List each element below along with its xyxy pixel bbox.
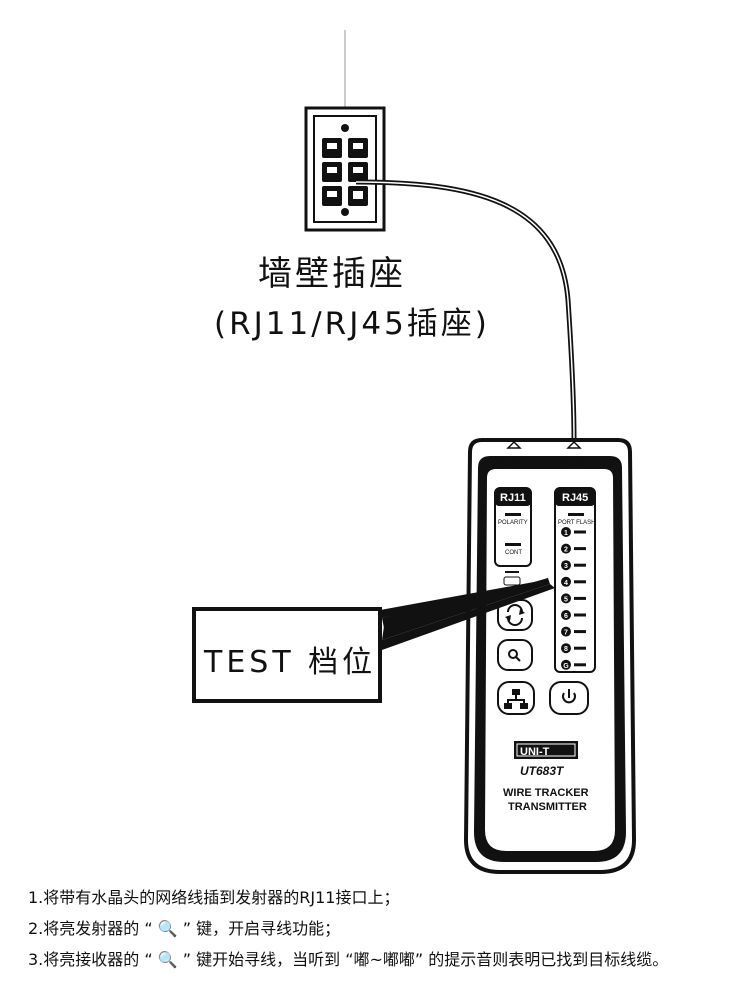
port-label-rj45: RJ45 xyxy=(561,456,587,468)
port-number-badge xyxy=(561,610,571,620)
network-button[interactable] xyxy=(497,681,535,715)
port-led xyxy=(574,596,586,600)
port-number-badge xyxy=(561,643,571,654)
port-led xyxy=(574,630,586,634)
port-number-label: 2 xyxy=(564,547,568,554)
port-led xyxy=(574,663,586,667)
port-number-label: 1 xyxy=(564,530,568,537)
port-number-label: G xyxy=(563,663,569,670)
instruction-step-2: 2.将亮发射器的 “ 🔍 ” 键，开启寻线功能； xyxy=(28,919,341,938)
port-number-label: 8 xyxy=(564,646,568,653)
port-led xyxy=(574,613,586,617)
port-led xyxy=(574,547,586,551)
cont-label: CONT xyxy=(505,550,522,556)
instruction-step-3: 3.将亮接收器的 “ 🔍 ” 键开始寻线，当听到 “嘟~嘟嘟” 的提示音则表明已… xyxy=(28,950,669,969)
model-number: UT683T xyxy=(520,764,565,778)
port-number-label: 7 xyxy=(564,630,568,637)
cycle-button[interactable] xyxy=(497,599,533,631)
port-led xyxy=(574,580,586,584)
wall-outlet-title: 墙壁插座 xyxy=(258,254,406,294)
test-mode-label: TEST 档位 xyxy=(204,645,377,680)
power-button[interactable] xyxy=(549,681,589,715)
brand-logo xyxy=(514,741,578,759)
rj45-panel-header: RJ45 xyxy=(562,492,588,504)
search-button[interactable] xyxy=(497,639,533,671)
network-cable-highlight xyxy=(355,181,575,441)
device-name-line2: TRANSMITTER xyxy=(508,801,587,813)
port-number-badge xyxy=(561,560,571,571)
test-mode-callout: TEST 档位 xyxy=(192,607,382,703)
cycle-icon xyxy=(507,604,523,613)
rj11-panel-header: RJ11 xyxy=(500,492,526,504)
brand-logo-text: UNI-T xyxy=(520,746,550,758)
wall-outlet-subtitle: (RJ11/RJ45插座) xyxy=(214,306,490,342)
port-number-badge xyxy=(561,576,571,587)
port-number-badge xyxy=(561,543,571,554)
wall-outlet xyxy=(304,106,386,232)
device-name-line1: WIRE TRACKER xyxy=(503,787,589,799)
port-number-badge xyxy=(561,626,571,637)
polarity-label: POLARITY xyxy=(498,520,528,526)
port-led xyxy=(574,563,586,567)
port-number-label: 5 xyxy=(564,596,568,603)
rj11-indicator-panel xyxy=(494,487,532,567)
port-label-rj11: RJ11 xyxy=(497,456,523,468)
port-led-list: 1 2 3 4 5 6 7 8G xyxy=(561,527,586,670)
port-number-label: 4 xyxy=(564,580,568,587)
network-icon xyxy=(504,689,528,709)
port-number-label: 3 xyxy=(564,563,568,570)
port-number-badge xyxy=(561,659,571,670)
port-number-label: 6 xyxy=(564,613,568,620)
port-flash-label: PORT FLASH xyxy=(558,520,595,526)
test-mode-indicator xyxy=(503,571,521,586)
search-icon xyxy=(508,649,518,659)
port-led xyxy=(574,530,586,534)
rj45-indicator-panel xyxy=(554,487,596,673)
port-number-badge xyxy=(561,527,571,537)
instruction-step-1: 1.将带有水晶头的网络线插到发射器的RJ11接口上； xyxy=(28,888,400,907)
port-number-badge xyxy=(561,593,571,604)
power-icon xyxy=(562,692,576,704)
port-led xyxy=(574,646,586,650)
